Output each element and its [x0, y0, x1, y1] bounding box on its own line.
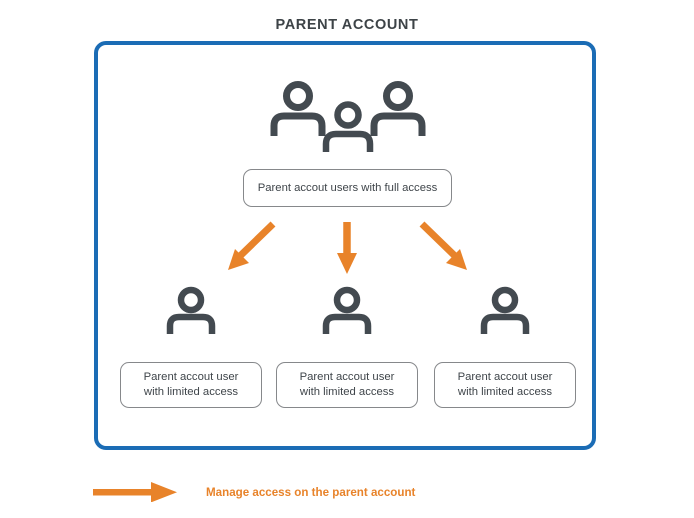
limited-access-line-1: Parent accout user	[143, 371, 239, 383]
legend: Manage access on the parent account	[93, 479, 415, 505]
legend-label: Manage access on the parent account	[206, 485, 416, 499]
limited-access-label-box: Parent accout user with limited access	[276, 362, 418, 408]
person-icon	[370, 81, 426, 136]
person-icon	[166, 286, 216, 334]
limited-access-label-text: Parent accout user with limited access	[300, 370, 395, 400]
limited-access-line-1: Parent accout user	[299, 371, 395, 383]
full-access-label-text: Parent accout users with full access	[257, 181, 438, 194]
full-access-label-box: Parent accout users with full access	[243, 169, 452, 207]
limited-access-line-1: Parent accout user	[457, 371, 553, 383]
person-icon	[322, 286, 372, 334]
limited-access-label-text: Parent accout user with limited access	[458, 370, 553, 400]
limited-access-label-box: Parent accout user with limited access	[434, 362, 576, 408]
limited-access-label-box: Parent accout user with limited access	[120, 362, 262, 408]
limited-access-label-text: Parent accout user with limited access	[144, 370, 239, 400]
three-people-icon	[268, 80, 428, 152]
person-icon	[322, 101, 374, 152]
limited-access-line-2: with limited access	[143, 386, 239, 398]
limited-access-line-2: with limited access	[299, 386, 395, 398]
limited-access-line-2: with limited access	[457, 386, 553, 398]
right-arrow-icon	[93, 482, 177, 502]
person-icon	[480, 286, 530, 334]
person-icon	[270, 81, 326, 136]
page-title: PARENT ACCOUNT	[275, 17, 419, 33]
